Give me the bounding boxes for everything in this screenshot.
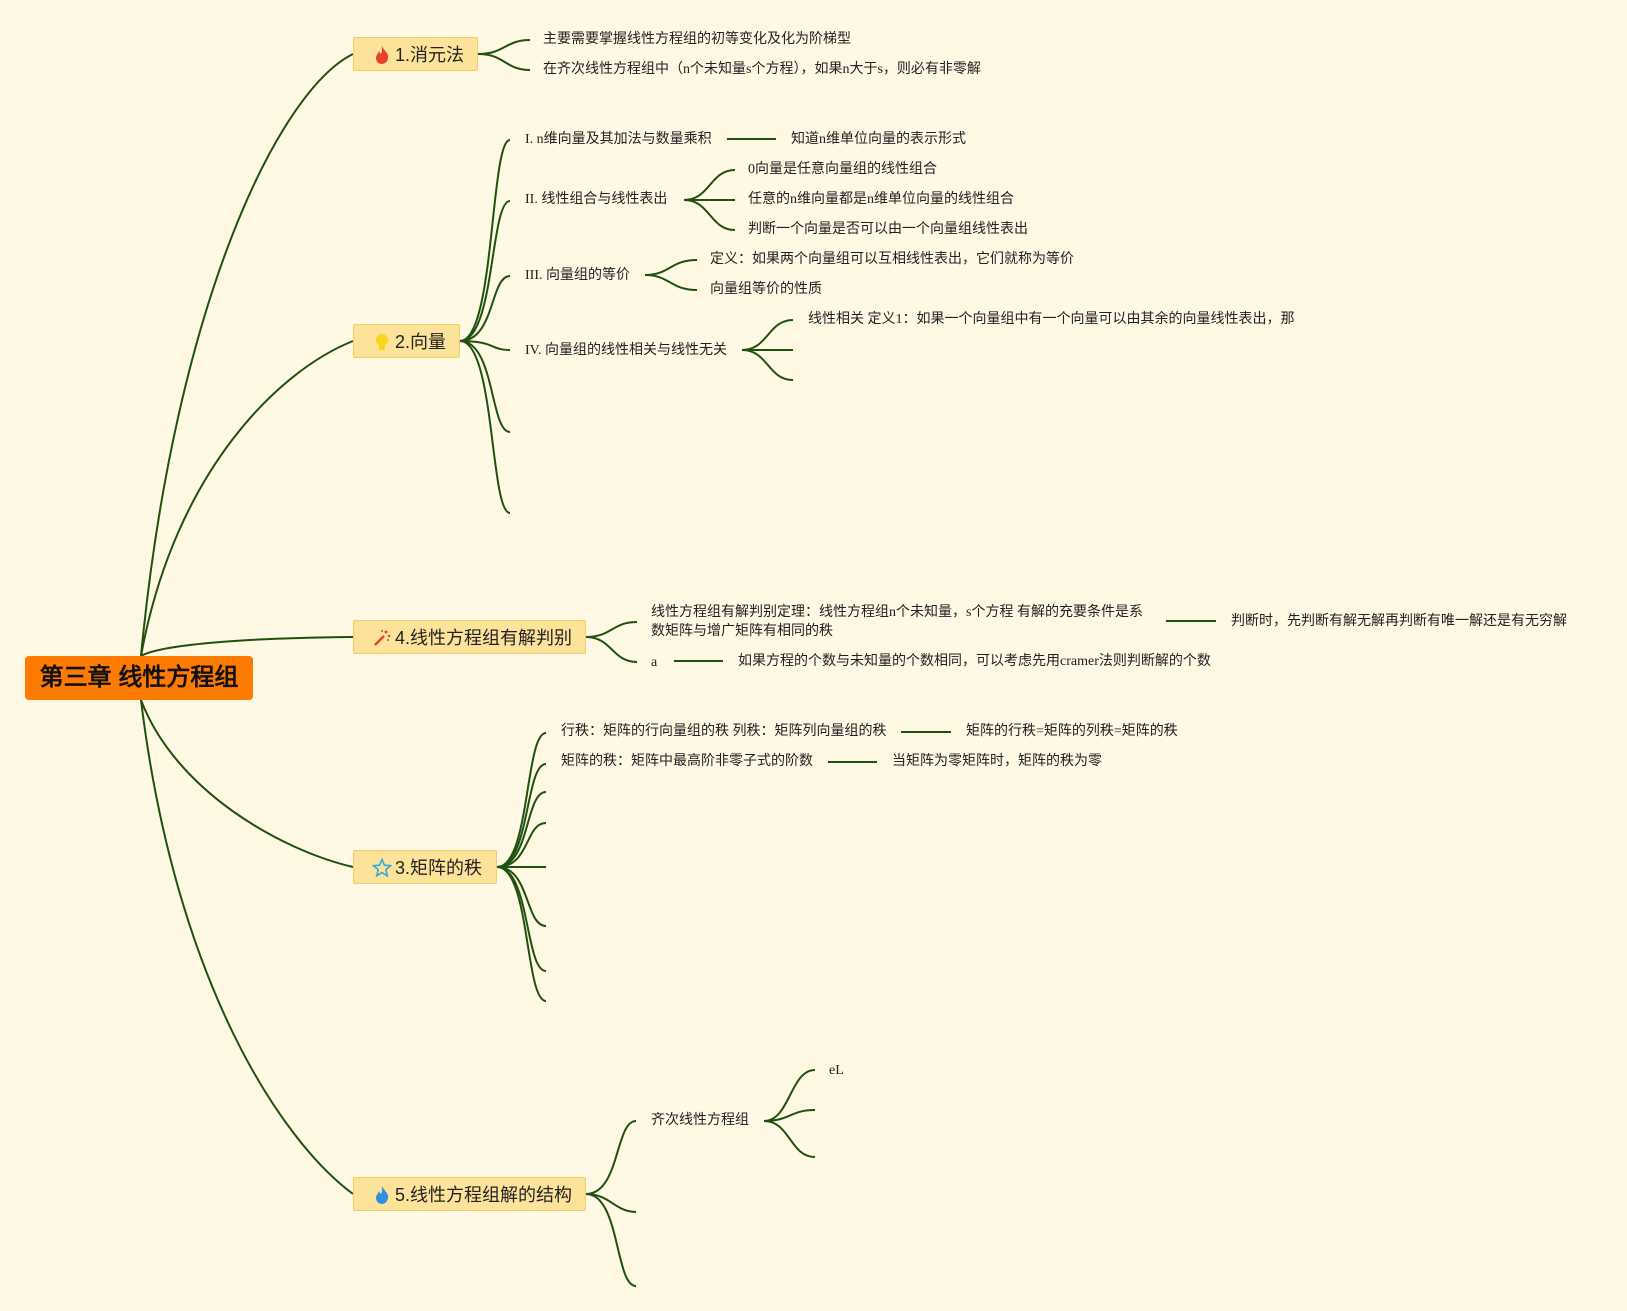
topic-b4-a[interactable]: a	[651, 655, 658, 670]
topic-b2-unit-combination[interactable]: 任意的n维向量都是n维单位向量的线性组合	[748, 192, 1014, 207]
branch-solvability[interactable]: 4.线性方程组有解判别	[353, 620, 586, 654]
topic-b2-equivalence[interactable]: III. 向量组的等价	[525, 268, 630, 283]
branch-solution-structure[interactable]: 5.线性方程组解的结构	[353, 1177, 586, 1211]
branch-matrix-rank[interactable]: 3.矩阵的秩	[353, 850, 497, 884]
topic-b5-el[interactable]: eL	[829, 1063, 844, 1078]
topic-b3-zero-matrix-rank[interactable]: 当矩阵为零矩阵时，矩阵的秩为零	[892, 754, 1102, 769]
topic-b5-homogeneous[interactable]: 齐次线性方程组	[651, 1113, 749, 1128]
magic-wand-icon	[374, 630, 391, 646]
central-topic[interactable]: 第三章 线性方程组	[25, 656, 253, 700]
branch-elimination[interactable]: 1.消元法	[353, 37, 478, 71]
topic-b2-linear-dependence[interactable]: IV. 向量组的线性相关与线性无关	[525, 343, 727, 358]
topic-b2-linear-combination[interactable]: II. 线性组合与线性表出	[525, 192, 668, 207]
topic-b2-linear-expression[interactable]: 判断一个向量是否可以由一个向量组线性表出	[748, 222, 1028, 237]
topic-b2-zero-vector[interactable]: 0向量是任意向量组的线性组合	[748, 162, 937, 177]
topic-b2-vector-ops[interactable]: I. n维向量及其加法与数量乘积	[525, 132, 712, 147]
topic-b3-rank-equality[interactable]: 矩阵的行秩=矩阵的列秩=矩阵的秩	[966, 724, 1178, 739]
branch-elimination-label: 1.消元法	[395, 45, 465, 65]
branch-vector[interactable]: 2.向量	[353, 324, 460, 358]
topic-b2-dependence-def[interactable]: 线性相关 定义1：如果一个向量组中有一个向量可以由其余的向量线性表出，那	[808, 312, 1295, 327]
branch-vector-label: 2.向量	[395, 332, 447, 352]
fire-icon	[376, 46, 389, 64]
branch-solution-structure-label: 5.线性方程组解的结构	[395, 1185, 573, 1205]
branch-solvability-label: 4.线性方程组有解判别	[395, 628, 573, 648]
star-outline-icon	[372, 858, 392, 878]
topic-b4-cramer[interactable]: 如果方程的个数与未知量的个数相同，可以考虑先用cramer法则判断解的个数	[738, 654, 1211, 669]
topic-b2-equivalence-def[interactable]: 定义：如果两个向量组可以互相线性表出，它们就称为等价	[710, 252, 1074, 267]
central-topic-label: 第三章 线性方程组	[39, 664, 239, 691]
topic-b3-row-column-rank[interactable]: 行秩：矩阵的行向量组的秩 列秩：矩阵列向量组的秩	[561, 724, 887, 739]
topic-b3-rank-definition[interactable]: 矩阵的秩：矩阵中最高阶非零子式的阶数	[561, 754, 813, 769]
topic-b1-row-echelon[interactable]: 主要需要掌握线性方程组的初等变化及化为阶梯型	[543, 32, 851, 47]
branch-matrix-rank-label: 3.矩阵的秩	[395, 858, 483, 878]
topic-b2-unit-vector[interactable]: 知道n维单位向量的表示形式	[791, 132, 966, 147]
fire-icon	[376, 1186, 389, 1204]
topic-b1-nonzero-solution[interactable]: 在齐次线性方程组中（n个未知量s个方程），如果n大于s，则必有非零解	[543, 62, 981, 77]
lightbulb-icon	[376, 334, 388, 350]
topic-b4-solvability-theorem[interactable]: 线性方程组有解判别定理：线性方程组n个未知量，s个方程 有解的充要条件是系数矩阵…	[651, 605, 1143, 639]
topic-b2-equivalence-props[interactable]: 向量组等价的性质	[710, 282, 822, 297]
topic-b4-judging-order[interactable]: 判断时，先判断有解无解再判断有唯一解还是有无穷解	[1231, 614, 1567, 629]
